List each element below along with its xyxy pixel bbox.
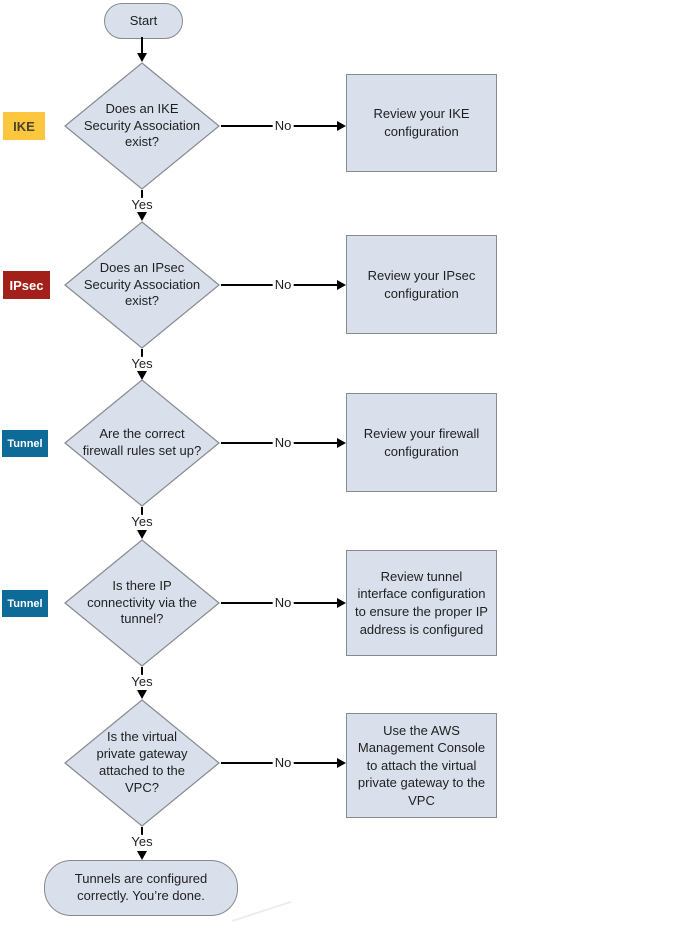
yes-label: Yes	[129, 513, 155, 530]
no-label: No	[272, 594, 294, 611]
action-attach-vgw: Use the AWS Management Console to attach…	[346, 713, 497, 818]
arrowhead-down-icon	[137, 851, 147, 860]
start-node: Start	[104, 3, 183, 39]
decision-ip-connectivity: Is there IP connectivity via the tunnel?	[64, 539, 220, 667]
arrowhead-down-icon	[137, 690, 147, 699]
no-label: No	[272, 434, 294, 451]
no-label: No	[272, 117, 294, 134]
decision-question: Does an IPsec Security Association exist…	[83, 259, 201, 309]
arrowhead-right-icon	[337, 121, 346, 131]
yes-label: Yes	[129, 673, 155, 690]
diamond-shape	[64, 379, 220, 507]
decision-firewall-rules: Are the correct firewall rules set up?	[64, 379, 220, 507]
diamond-shape	[64, 221, 220, 349]
diamond-shape	[64, 699, 220, 827]
decision-question: Are the correct firewall rules set up?	[82, 426, 202, 458]
no-label: No	[272, 276, 294, 293]
arrowhead-right-icon	[337, 758, 346, 768]
diamond-shape	[64, 62, 220, 190]
connector-yes	[141, 190, 143, 198]
yes-label: Yes	[129, 196, 155, 213]
connector-yes	[141, 667, 143, 675]
tag-tunnel: Tunnel	[2, 590, 48, 617]
diamond-shape	[64, 539, 220, 667]
decision-question: Does an IKE Security Association exist?	[83, 100, 201, 150]
tag-ike: IKE	[3, 112, 45, 140]
yes-label: Yes	[129, 833, 155, 850]
arrowhead-right-icon	[337, 438, 346, 448]
connector-start	[141, 37, 143, 53]
arrowhead-down-icon	[137, 53, 147, 62]
arrowhead-down-icon	[137, 530, 147, 539]
decision-ipsec-sa: Does an IPsec Security Association exist…	[64, 221, 220, 349]
end-node: Tunnels are configured correctly. You’re…	[44, 860, 238, 916]
arrowhead-down-icon	[137, 212, 147, 221]
action-review-ipsec: Review your IPsec configuration	[346, 235, 497, 334]
decision-ike-sa: Does an IKE Security Association exist?	[64, 62, 220, 190]
decision-vgw-attached: Is the virtual private gateway attached …	[64, 699, 220, 827]
connector-yes	[141, 349, 143, 357]
decision-question: Is the virtual private gateway attached …	[96, 729, 188, 795]
background-artifact	[231, 900, 292, 922]
arrowhead-down-icon	[137, 371, 147, 380]
yes-label: Yes	[129, 355, 155, 372]
tag-ipsec: IPsec	[3, 271, 50, 299]
action-review-tunnel-interface: Review tunnel interface configuration to…	[346, 550, 497, 656]
arrowhead-right-icon	[337, 598, 346, 608]
connector-yes	[141, 507, 143, 515]
decision-question: Is there IP connectivity via the tunnel?	[87, 577, 197, 627]
tag-tunnel: Tunnel	[2, 430, 48, 457]
action-review-ike: Review your IKE configuration	[346, 74, 497, 172]
arrowhead-right-icon	[337, 280, 346, 290]
no-label: No	[272, 754, 294, 771]
connector-yes	[141, 827, 143, 835]
action-review-firewall: Review your firewall configuration	[346, 393, 497, 492]
